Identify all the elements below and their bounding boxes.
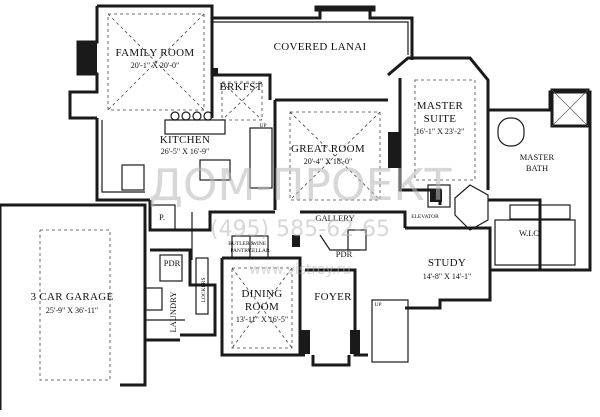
great-room-label: GREAT ROOM [291,143,365,155]
butlers-pantry-label-2: PANTRY [230,248,251,254]
master-bath-label-2: BATH [526,163,548,173]
foyer-stair-up: UP [374,302,381,308]
kitchen-stair-up: UP [259,123,266,129]
dining-room-label-2: ROOM [245,301,279,313]
kitchen-label: KITCHEN [160,134,210,146]
great-room-dims: 20'-4" X 18'-0" [304,157,353,166]
fireplaces [78,5,442,354]
family-room-label: FAMILY ROOM [116,47,195,59]
lockers-label: LOCKERS [201,277,207,302]
study-dims: 14'-8" X 14'-1" [423,272,472,281]
ceiling-details [39,13,476,381]
kitchen-dims: 26'-5" X 16'-9" [161,147,210,156]
dining-room-dims: 13'-11" X 16'-5" [236,315,288,324]
master-suite-label-2: SUITE [424,113,457,125]
wine-cellar-label: WINE [252,241,267,247]
room-labels: FAMILY ROOM 20'-1" X 20'-0" COVERED LANA… [30,41,554,333]
garage-label: 3 CAR GARAGE [30,291,113,303]
pdr-left-label: PDR [164,258,181,268]
dining-room-label: DINING [242,288,283,300]
great-room-fireplace [388,132,400,168]
watermark-title: ДОМ-ПРОЕКТ [148,160,451,211]
covered-lanai-label: COVERED LANAI [274,41,367,53]
pdr-center-label: PDR [336,249,353,259]
gallery-label: GALLERY [315,213,354,223]
wic-label: W.I.C. [519,228,541,238]
kitchen-fixtures [101,111,231,193]
watermark: ДОМ-ПРОЕКТ (495) 585-62-65 www.vistroy.r… [148,160,451,278]
master-suite-label: MASTER [417,100,464,112]
watermark-phone: (495) 585-62-65 [210,217,390,242]
pantry-label: P. [159,212,165,222]
foyer-label: FOYER [314,291,352,303]
master-bath-label: MASTER [520,152,555,162]
wine-cellar-label-2: CELLAR [248,248,270,254]
laundry-label: LAUNDRY [168,291,178,332]
watermark-url: www.vistroy.ru [249,262,351,278]
elevator-label: ELEVATOR [411,214,439,220]
walls [0,4,592,410]
study-label: STUDY [428,257,466,269]
brkfst-label: BRKFST [219,81,262,93]
butlers-pantry-label: BUTLER'S [228,241,253,247]
family-room-fireplace [78,42,97,74]
master-suite-dims: 16'-1" X 23'-2" [416,127,465,136]
garage-dims: 25'-9" X 36'-11" [46,306,98,315]
family-room-dims: 20'-1" X 20'-0" [131,61,180,70]
